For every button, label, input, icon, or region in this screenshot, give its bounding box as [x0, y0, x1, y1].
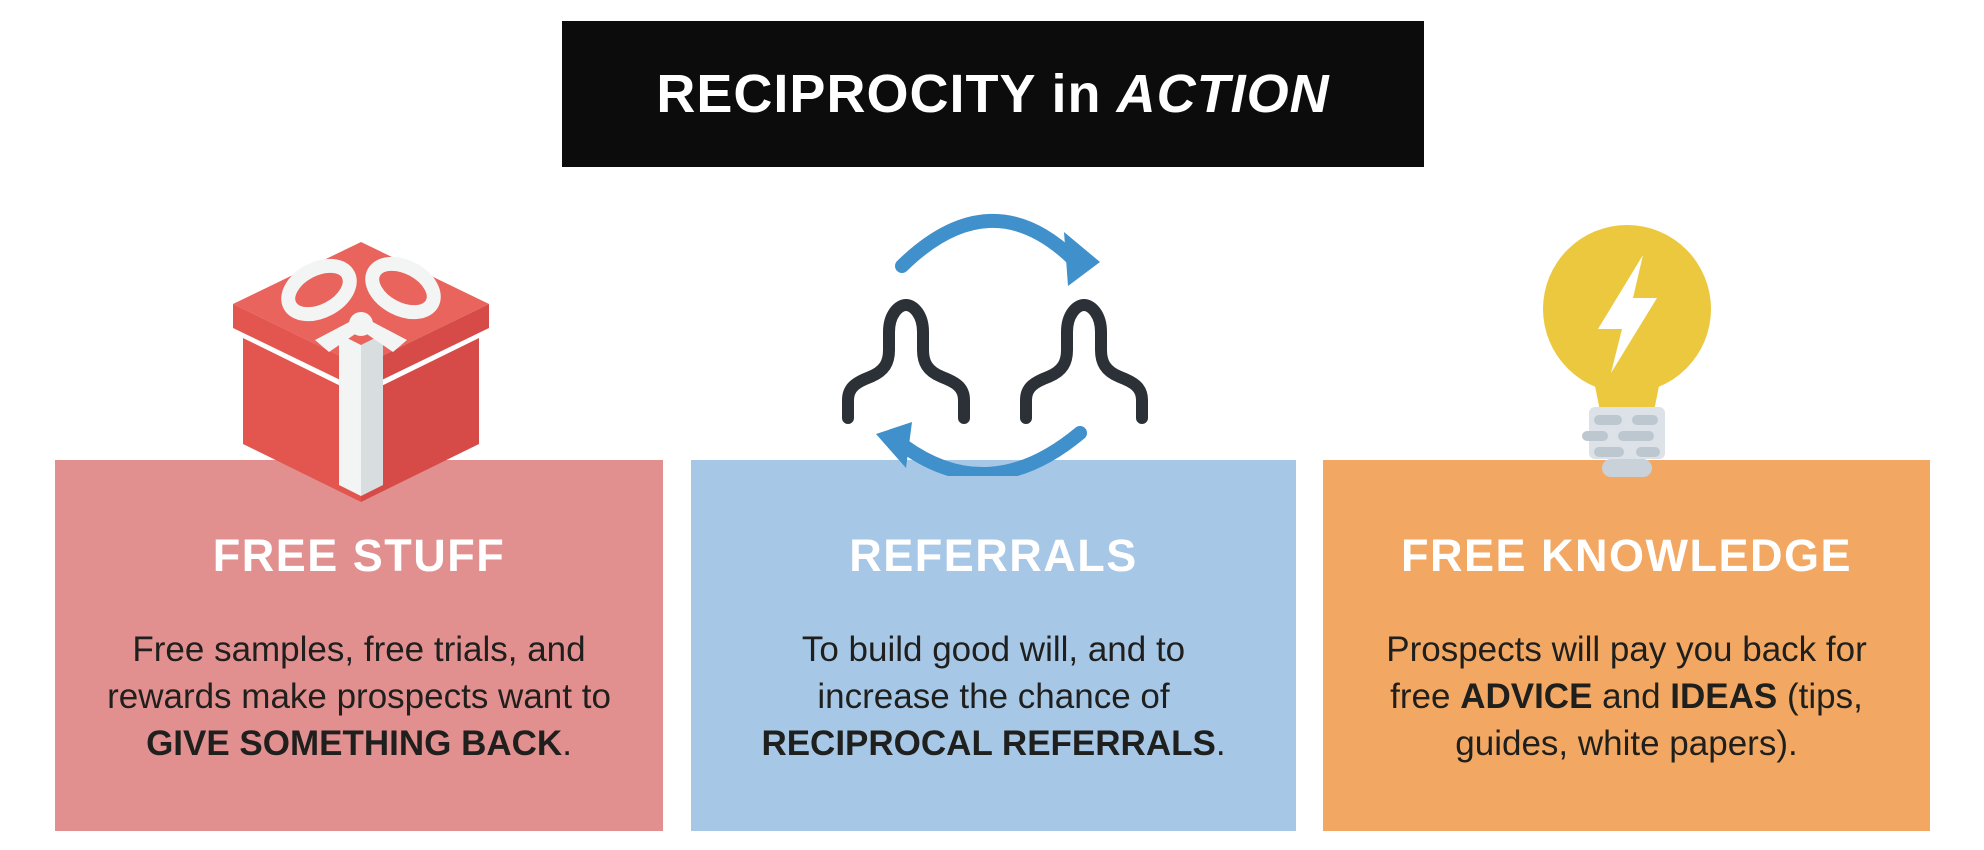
body-text: guides, white papers).: [1455, 724, 1798, 763]
reciprocal-people-icon: [840, 210, 1150, 476]
body-text: .: [1215, 724, 1226, 763]
panel-referrals: REFERRALS To build good will, and to incr…: [691, 460, 1296, 831]
body-text: Free samples, free trials, and: [132, 630, 586, 669]
body-text-bold: IDEAS: [1670, 677, 1778, 716]
body-line: increase the chance of: [691, 673, 1296, 720]
body-text: .: [562, 724, 572, 763]
body-line: To build good will, and to: [691, 626, 1296, 673]
page-title-main: RECIPROCITY in: [656, 64, 1102, 124]
body-text-bold: RECIPROCAL REFERRALS: [761, 724, 1216, 763]
panel-title-free-stuff: FREE STUFF: [212, 530, 506, 581]
body-line: RECIPROCAL REFERRALS.: [691, 720, 1296, 767]
body-line: free ADVICE and IDEAS (tips,: [1323, 673, 1930, 720]
body-text: and: [1592, 677, 1671, 716]
panel-body-free-stuff: Free samples, free trials, and rewards ma…: [55, 626, 663, 767]
body-line: Free samples, free trials, and: [55, 626, 663, 673]
body-text: free: [1390, 677, 1461, 716]
body-text: To build good will, and to: [801, 630, 1186, 669]
panel-free-knowledge: FREE KNOWLEDGE Prospects will pay you ba…: [1323, 460, 1930, 831]
body-line: guides, white papers).: [1323, 720, 1930, 767]
panel-title-free-knowledge: FREE KNOWLEDGE: [1400, 530, 1852, 581]
body-text-bold: ADVICE: [1460, 677, 1593, 716]
body-line: rewards make prospects want to: [55, 673, 663, 720]
page-title-emphasis: ACTION: [1116, 64, 1330, 124]
panel-body-free-knowledge: Prospects will pay you back for free ADVI…: [1323, 626, 1930, 767]
body-line: GIVE SOMETHING BACK.: [55, 720, 663, 767]
body-text: increase the chance of: [817, 677, 1170, 716]
body-text: Prospects will pay you back for: [1386, 630, 1867, 669]
body-text: rewards make prospects want to: [107, 677, 611, 716]
body-line: Prospects will pay you back for: [1323, 626, 1930, 673]
panel-title-referrals: REFERRALS: [849, 530, 1138, 581]
panel-free-stuff: FREE STUFF Free samples, free trials, an…: [55, 460, 663, 831]
body-text-bold: GIVE SOMETHING BACK: [146, 724, 563, 763]
panel-body-referrals: To build good will, and to increase the c…: [691, 626, 1296, 767]
lightbulb-icon: [1542, 221, 1712, 483]
gift-icon: [233, 238, 491, 502]
body-text: (tips,: [1777, 677, 1863, 716]
